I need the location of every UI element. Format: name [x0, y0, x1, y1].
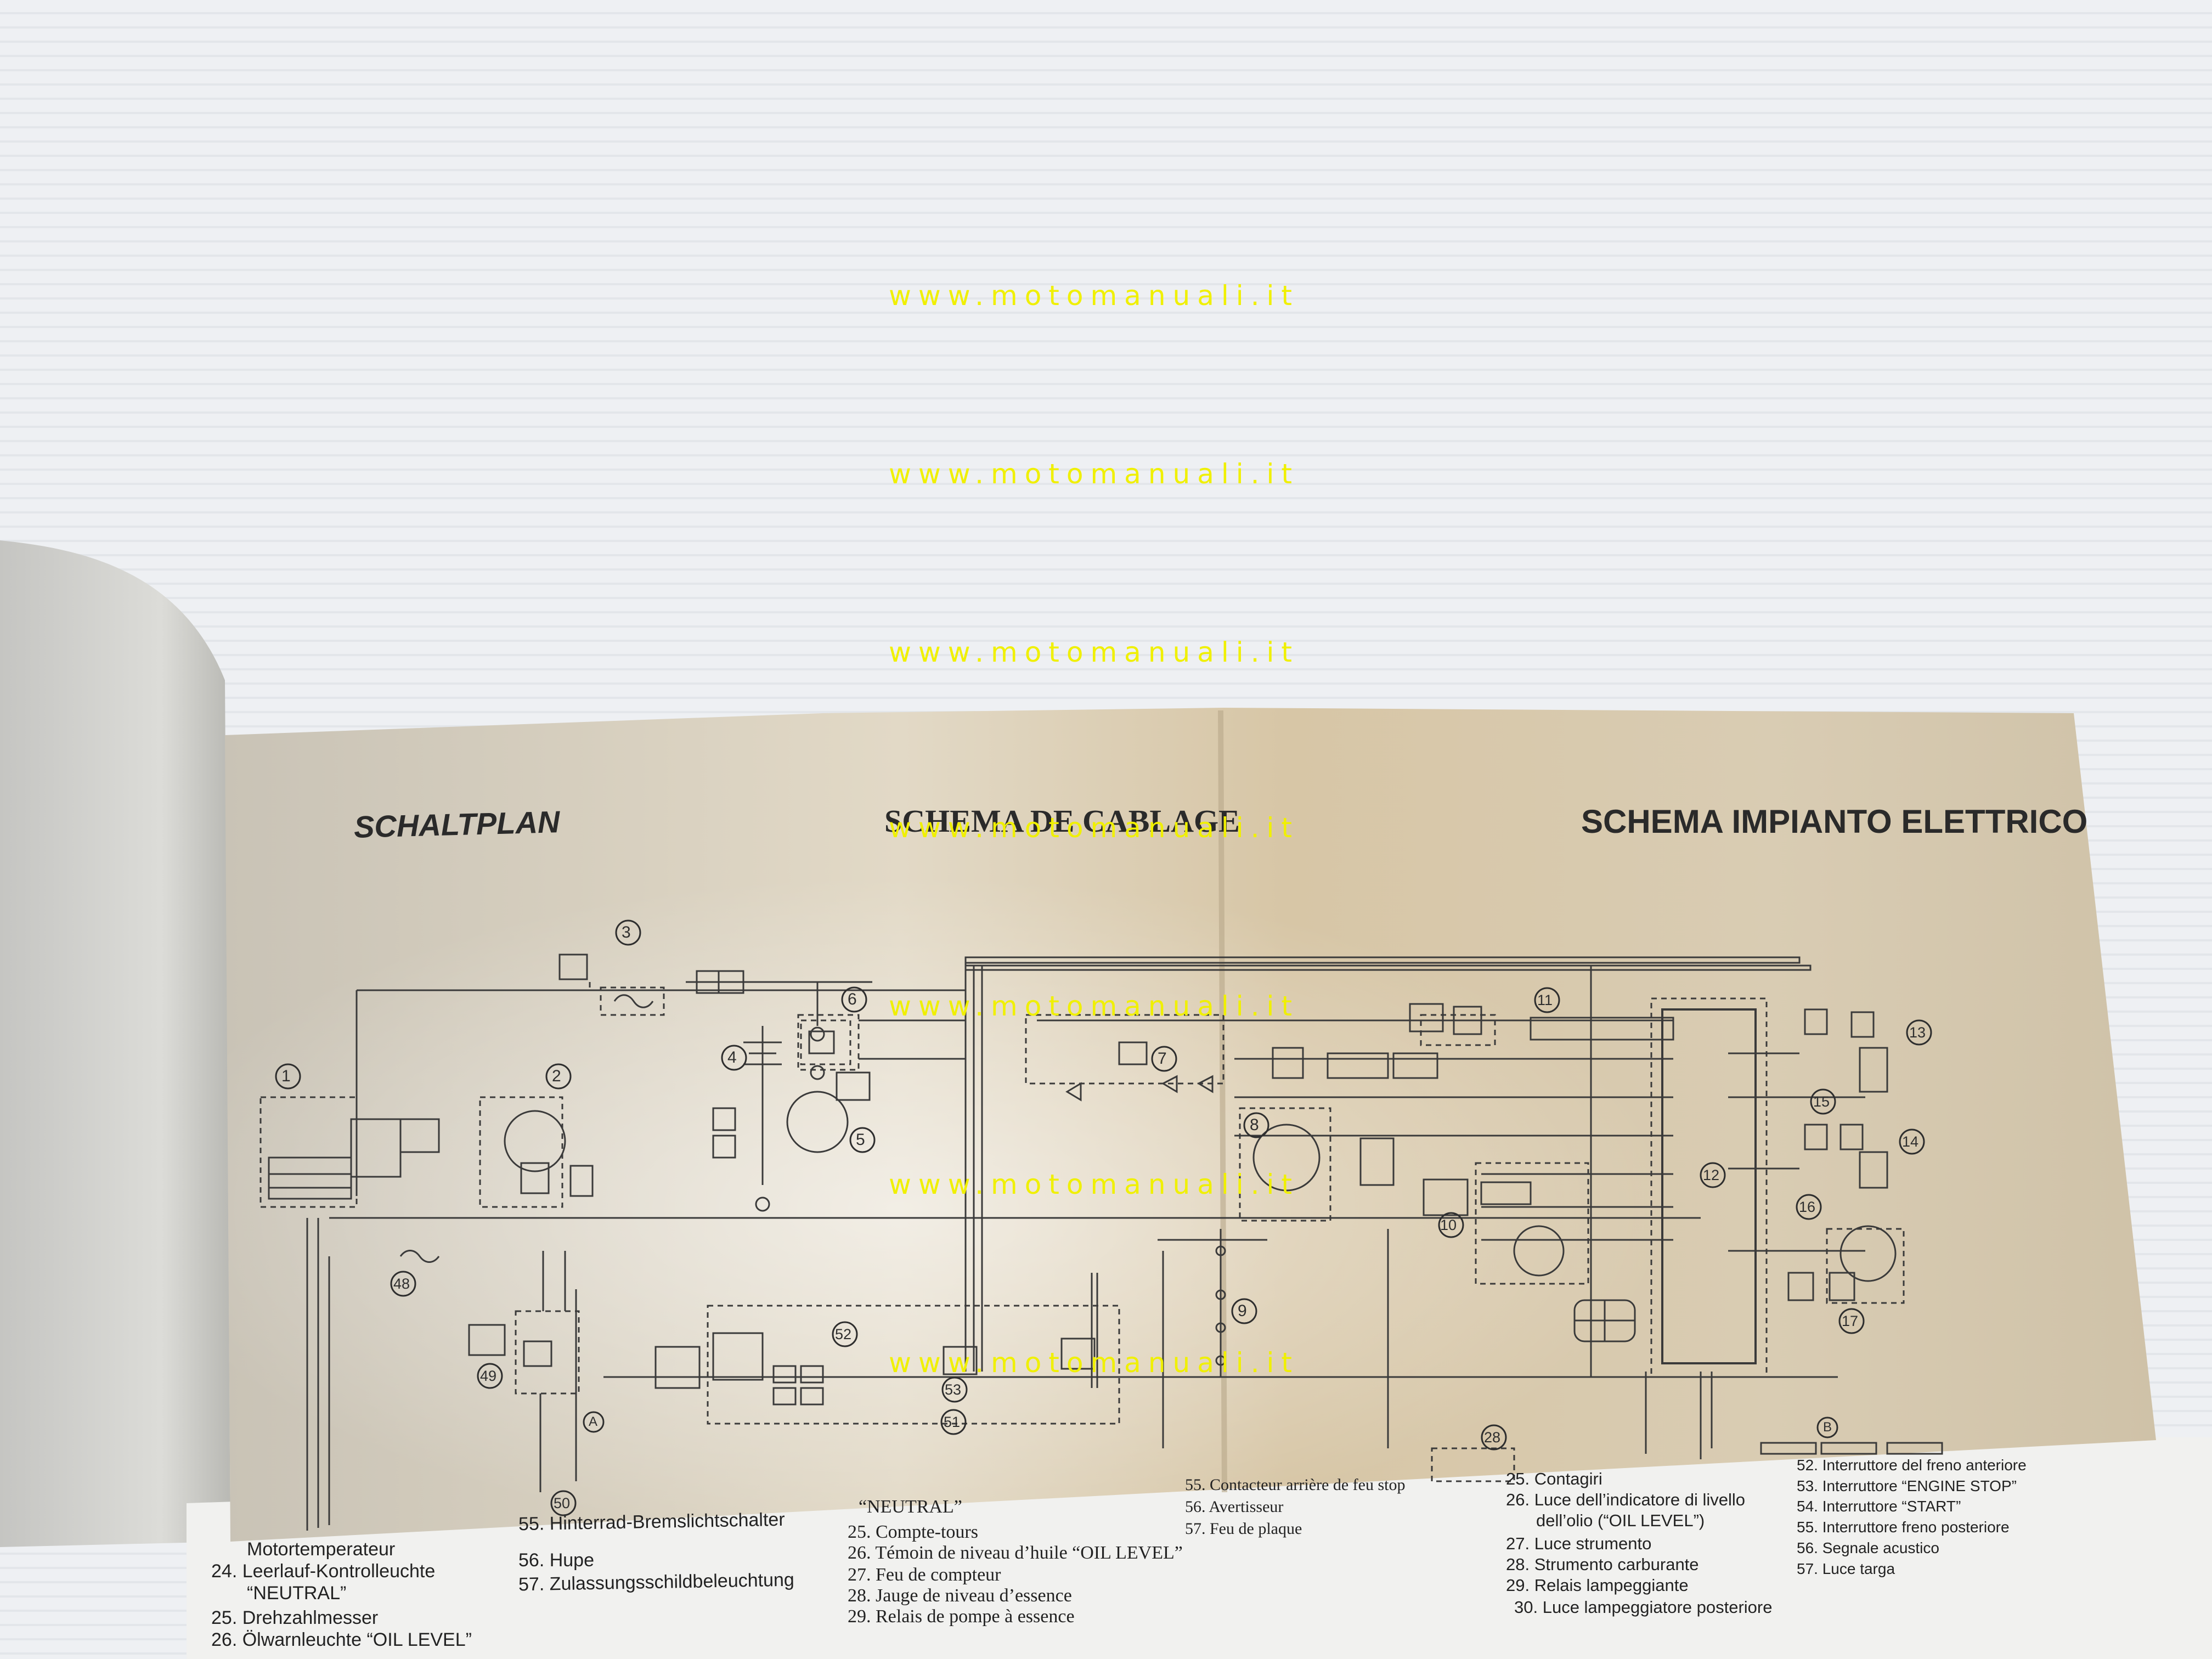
watermark-3: www.motomanuali.it: [889, 636, 1300, 668]
legend-it-line: 53. Interruttore “ENGINE STOP”: [1797, 1477, 2017, 1494]
watermark-4: www.motomanuali.it: [889, 812, 1300, 844]
legend-de-line: 26. Ölwarnleuchte “OIL LEVEL”: [211, 1629, 472, 1650]
legend-de-line: Motortemperateur: [247, 1539, 396, 1560]
legend-fr-line: “NEUTRAL”: [859, 1497, 962, 1517]
watermark-7: www.motomanuali.it: [889, 1347, 1300, 1379]
callout-17: 17: [1842, 1313, 1859, 1329]
callout-16: 16: [1799, 1199, 1816, 1215]
callout-4: 4: [727, 1048, 737, 1066]
callout-50: 50: [554, 1495, 571, 1511]
callout-9: 9: [1238, 1302, 1247, 1320]
legend-it-line: 52. Interruttore del freno anteriore: [1797, 1457, 2027, 1474]
callout-48: 48: [393, 1276, 410, 1292]
legend-de-line: 56. Hupe: [518, 1550, 594, 1571]
legend-it-line: 54. Interruttore “START”: [1797, 1498, 1961, 1515]
legend-it-line: 57. Luce targa: [1797, 1560, 1895, 1577]
book-edge: [0, 540, 230, 1547]
legend-it-line: dell’olio (“OIL LEVEL”): [1536, 1511, 1705, 1530]
callout-1: 1: [281, 1067, 291, 1085]
title-schaltplan: SCHALTPLAN: [353, 804, 561, 844]
legend-fr-line: 57. Feu de plaque: [1185, 1520, 1302, 1538]
legend-fr-line: 55. Contacteur arrière de feu stop: [1185, 1476, 1406, 1494]
legend-it-line: 27. Luce strumento: [1506, 1534, 1652, 1553]
wiring-diagram: [259, 953, 1943, 1531]
callout-51: 51: [944, 1414, 961, 1430]
legend-it-line: 28. Strumento carburante: [1506, 1555, 1699, 1574]
callout-2: 2: [552, 1067, 561, 1085]
watermark-5: www.motomanuali.it: [889, 990, 1300, 1022]
callout-10: 10: [1440, 1217, 1457, 1233]
callout-52: 52: [835, 1326, 852, 1342]
watermark-1: www.motomanuali.it: [889, 280, 1300, 312]
callout-28: 28: [1484, 1429, 1501, 1446]
callout-49: 49: [480, 1368, 497, 1384]
legend-fr-line: 26. Témoin de niveau d’huile “OIL LEVEL”: [848, 1543, 1183, 1563]
callout-8: 8: [1250, 1116, 1259, 1134]
legend-it-line: 26. Luce dell’indicatore di livello: [1506, 1490, 1745, 1509]
callout-3: 3: [622, 923, 631, 941]
legend-de-line: “NEUTRAL”: [247, 1583, 347, 1604]
legend-fr-line: 25. Compte-tours: [848, 1522, 978, 1542]
legend-fr-line: 56. Avertisseur: [1185, 1498, 1284, 1516]
callout-B: B: [1823, 1420, 1832, 1435]
legend-it-line: 56. Segnale acustico: [1797, 1539, 1939, 1556]
watermark-2: www.motomanuali.it: [889, 458, 1300, 490]
callout-15: 15: [1813, 1093, 1830, 1110]
legend-fr-line: 29. Relais de pompe à essence: [848, 1606, 1075, 1627]
watermark-6: www.motomanuali.it: [889, 1169, 1300, 1200]
callout-14: 14: [1902, 1133, 1919, 1150]
legend-de-line: 24. Leerlauf-Kontrolleuchte: [211, 1561, 436, 1582]
callout-7: 7: [1158, 1049, 1167, 1068]
callout-circles: [275, 919, 1932, 1516]
callout-6: 6: [848, 990, 857, 1008]
callout-A: A: [589, 1414, 598, 1429]
callout-13: 13: [1909, 1024, 1926, 1041]
legend-de-line: 25. Drehzahlmesser: [211, 1607, 379, 1628]
callout-11: 11: [1537, 992, 1553, 1008]
legend-it-line: 30. Luce lampeggiatore posteriore: [1514, 1598, 1773, 1617]
title-schema-de-cablage: SCHEMA DE CABLAGE: [884, 803, 1240, 839]
legend-fr-line: 27. Feu de compteur: [848, 1565, 1001, 1585]
callout-53: 53: [945, 1381, 962, 1398]
legend-it-line: 25. Contagiri: [1506, 1469, 1602, 1488]
callout-12: 12: [1703, 1167, 1720, 1183]
legend-fr-line: 28. Jauge de niveau d’essence: [848, 1585, 1072, 1606]
legend-it-line: 55. Interruttore freno posteriore: [1797, 1519, 2010, 1536]
legend-it-line: 29. Relais lampeggiante: [1506, 1576, 1689, 1595]
callout-5: 5: [856, 1131, 865, 1149]
title-schema-impianto-elettrico: SCHEMA IMPIANTO ELETTRICO: [1581, 803, 2088, 840]
